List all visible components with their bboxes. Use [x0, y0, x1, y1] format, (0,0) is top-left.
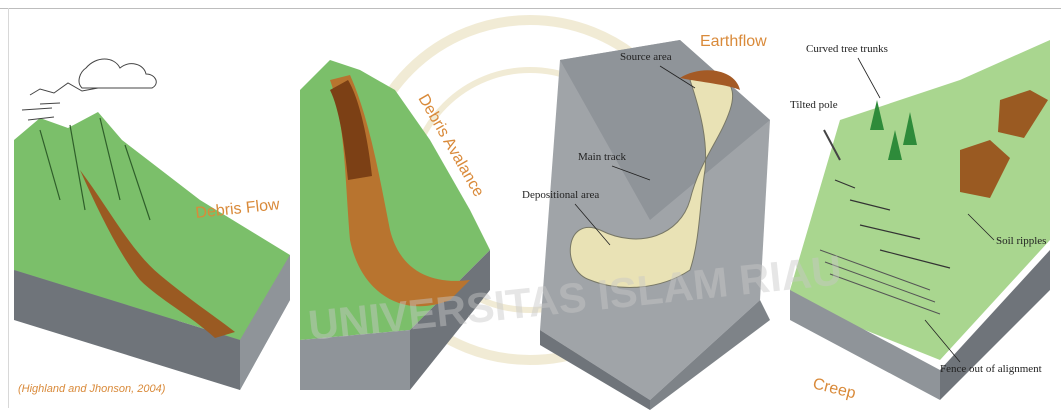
- creep-panel: Curved tree trunks Tilted pole Soil ripp…: [790, 40, 1050, 402]
- citation: (Highland and Jhonson, 2004): [18, 383, 166, 395]
- depositional-area-callout: Depositional area: [522, 189, 599, 201]
- earthflow-panel: Earthflow Source area Main track Deposit…: [522, 33, 770, 410]
- tilted-pole-callout: Tilted pole: [790, 99, 838, 111]
- earthflow-label: Earthflow: [700, 33, 767, 50]
- soil-ripples-callout: Soil ripples: [996, 235, 1046, 247]
- fence-out-of-alignment-callout: Fence out of alignment: [940, 363, 1042, 375]
- curved-tree-trunks-callout: Curved tree trunks: [806, 43, 888, 55]
- creep-label: Creep: [811, 375, 857, 402]
- debris-flow-panel: Debris Flow: [14, 59, 290, 390]
- debris-flow-label: Debris Flow: [195, 196, 281, 222]
- main-track-callout: Main track: [578, 151, 626, 163]
- source-area-callout: Source area: [620, 51, 672, 63]
